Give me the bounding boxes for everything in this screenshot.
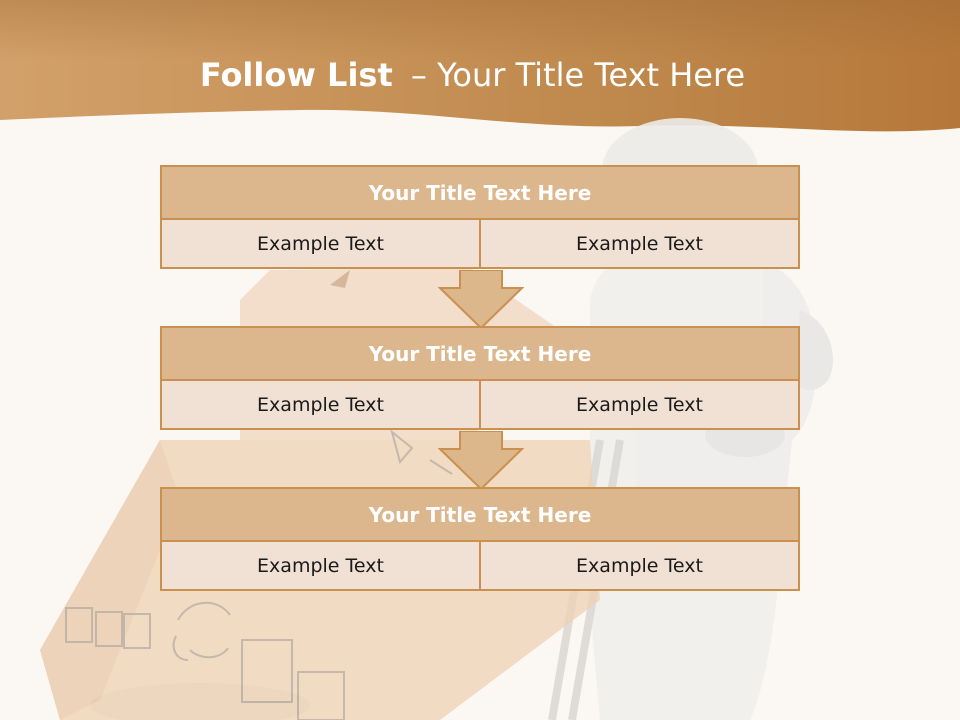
- block-row: Example Text Example Text: [160, 542, 800, 591]
- follow-block-1: Your Title Text Here Example Text Exampl…: [160, 165, 800, 269]
- block-cell-left: Example Text: [160, 542, 481, 591]
- block-title: Your Title Text Here: [160, 487, 800, 542]
- title-rest: – Your Title Text Here: [410, 56, 746, 94]
- block-cell-left: Example Text: [160, 220, 481, 269]
- page-title: Follow List – Your Title Text Here: [0, 52, 945, 98]
- down-arrow-icon: [438, 431, 524, 491]
- block-row: Example Text Example Text: [160, 381, 800, 430]
- block-cell-right: Example Text: [481, 220, 800, 269]
- block-cell-left: Example Text: [160, 381, 481, 430]
- block-cell-right: Example Text: [481, 381, 800, 430]
- follow-block-3: Your Title Text Here Example Text Exampl…: [160, 487, 800, 591]
- block-row: Example Text Example Text: [160, 220, 800, 269]
- title-bold: Follow List: [199, 56, 393, 94]
- down-arrow-icon: [438, 270, 524, 330]
- follow-block-2: Your Title Text Here Example Text Exampl…: [160, 326, 800, 430]
- block-title: Your Title Text Here: [160, 165, 800, 220]
- block-cell-right: Example Text: [481, 542, 800, 591]
- block-title: Your Title Text Here: [160, 326, 800, 381]
